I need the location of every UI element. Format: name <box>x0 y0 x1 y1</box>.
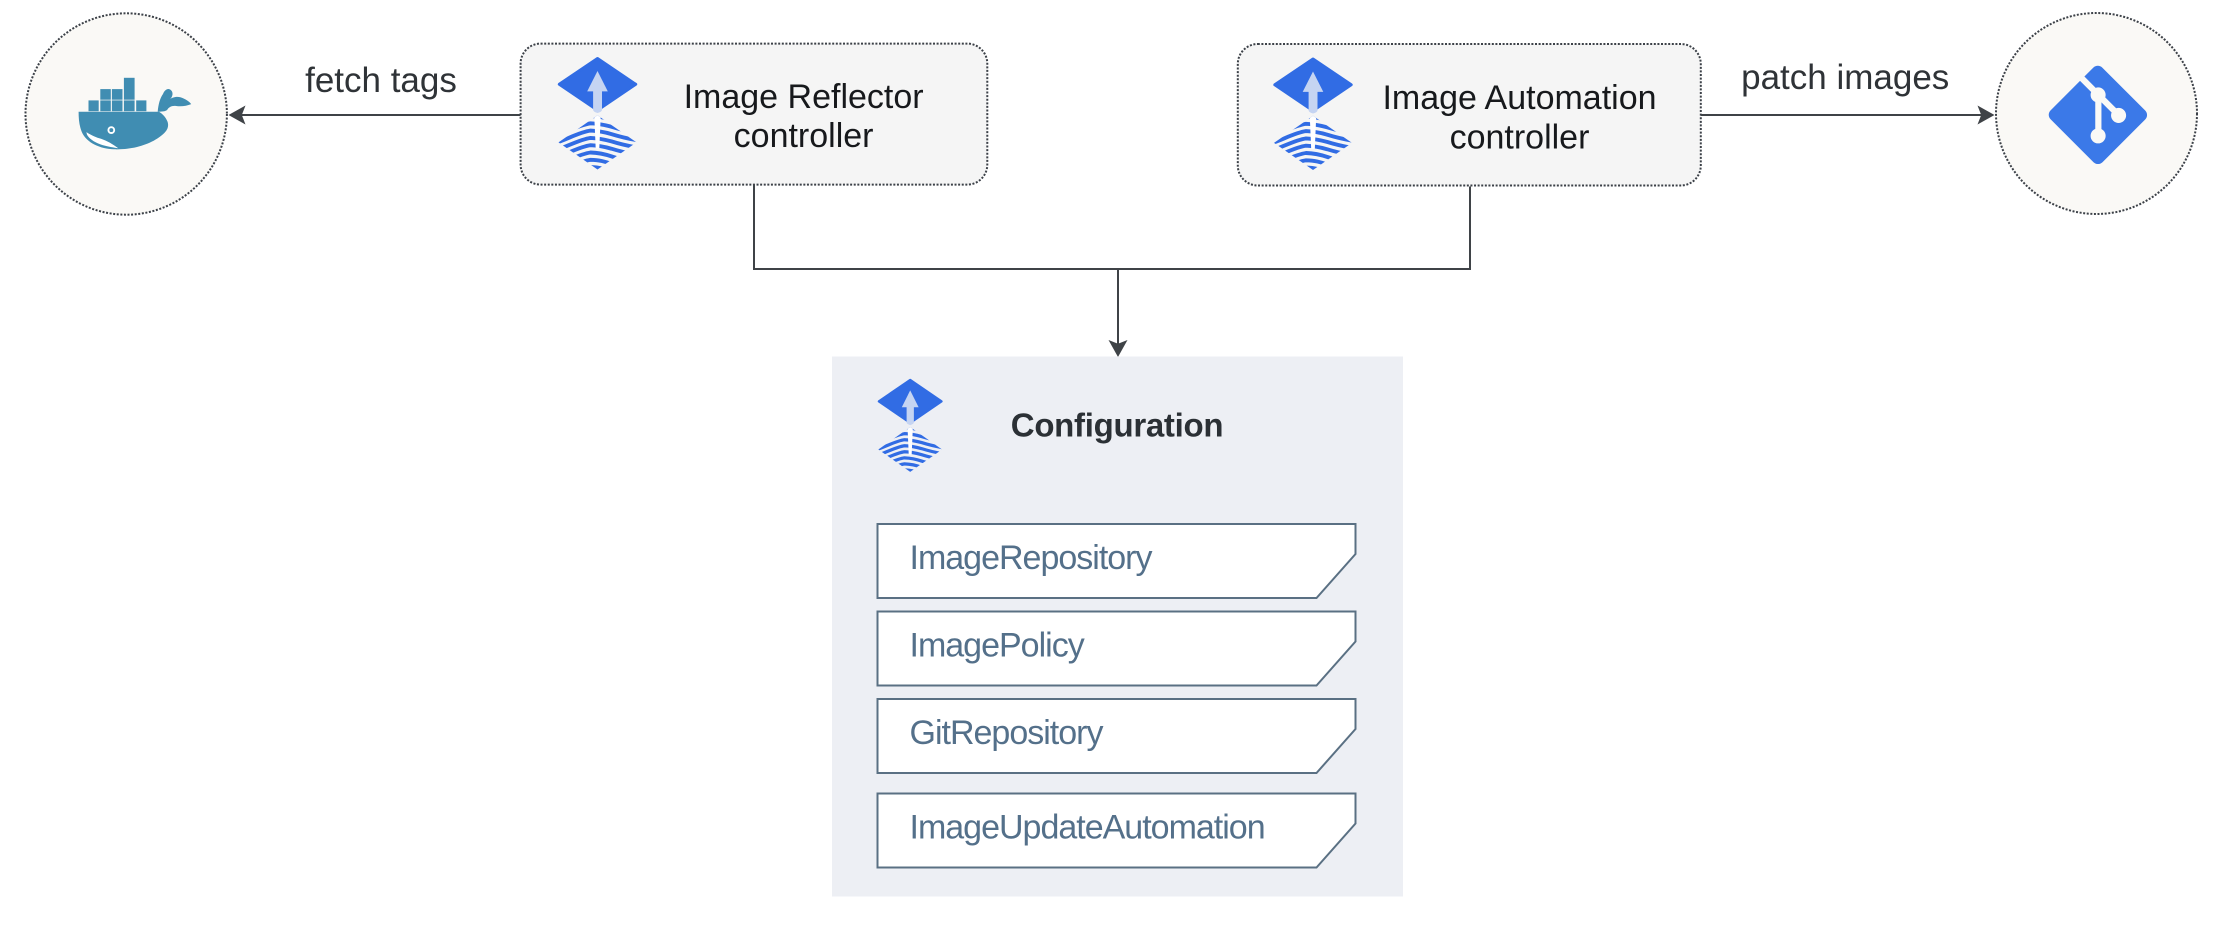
svg-text:Image Automation: Image Automation <box>1382 79 1656 117</box>
svg-text:Configuration: Configuration <box>1011 406 1223 443</box>
svg-text:controller: controller <box>734 117 874 155</box>
svg-text:fetch tags: fetch tags <box>305 61 457 100</box>
svg-text:GitRepository: GitRepository <box>910 714 1104 752</box>
svg-text:ImageUpdateAutomation: ImageUpdateAutomation <box>910 809 1265 847</box>
svg-text:ImagePolicy: ImagePolicy <box>910 627 1085 665</box>
svg-text:controller: controller <box>1450 118 1590 156</box>
svg-text:Image Reflector: Image Reflector <box>684 78 924 116</box>
svg-text:patch images: patch images <box>1741 58 1949 97</box>
svg-text:ImageRepository: ImageRepository <box>910 539 1153 577</box>
